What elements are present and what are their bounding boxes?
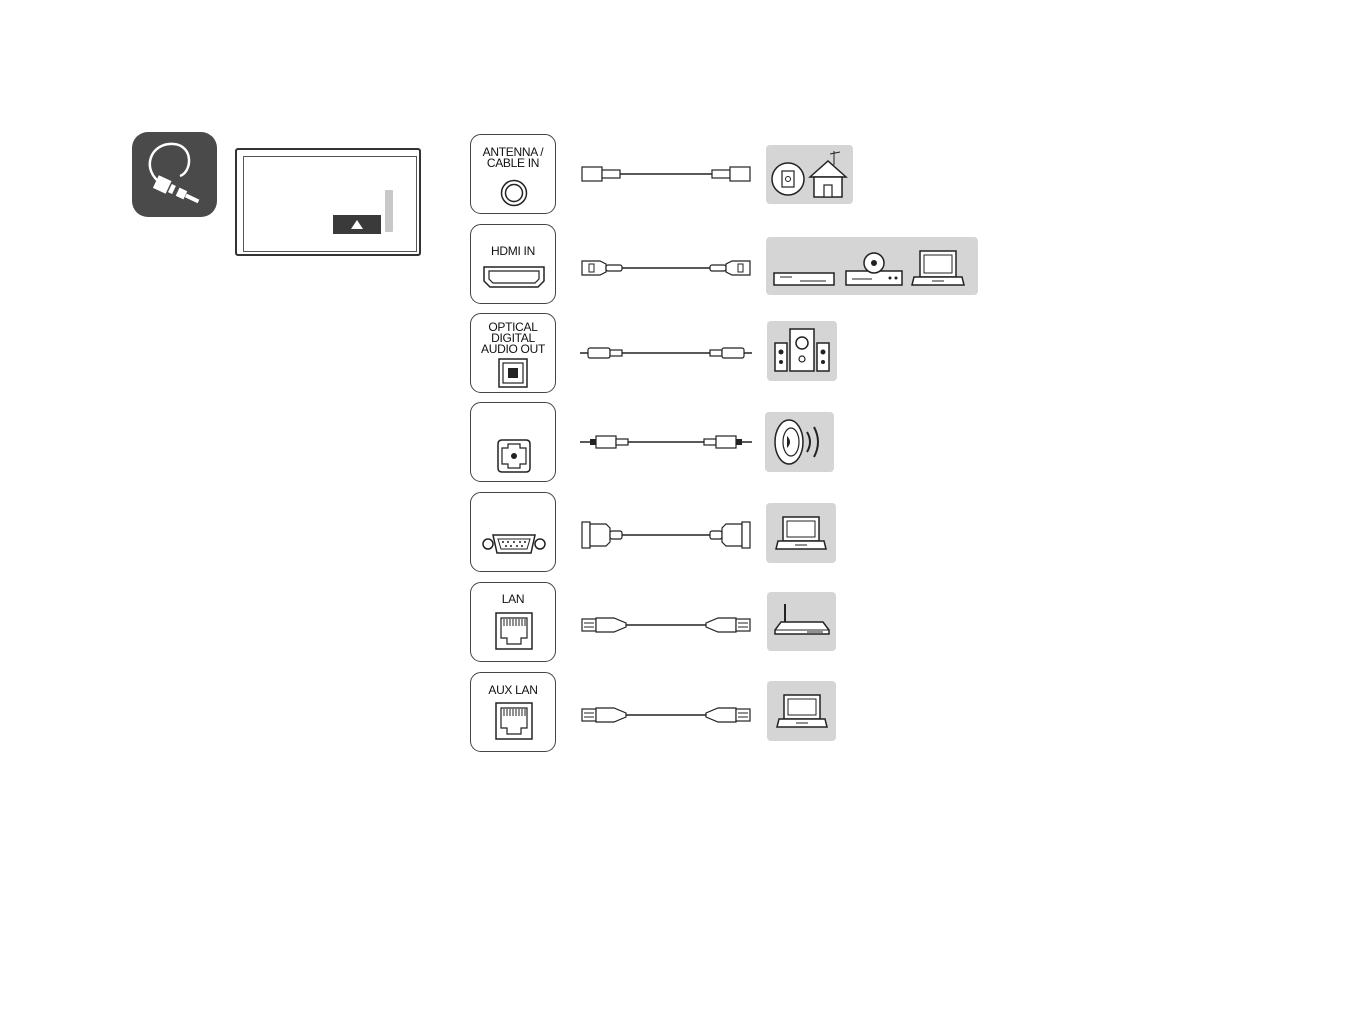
antenna-house-icon bbox=[766, 145, 853, 204]
sound-icon bbox=[765, 412, 834, 472]
lan-cable-icon bbox=[578, 613, 754, 637]
lan-cable-icon bbox=[578, 703, 754, 727]
port-antenna-cable-in[interactable]: ANTENNA / CABLE IN bbox=[470, 134, 556, 214]
port-rgb[interactable] bbox=[470, 492, 556, 572]
port-lan[interactable]: LAN bbox=[470, 582, 556, 662]
rj45-port-icon bbox=[495, 612, 533, 650]
router-icon bbox=[767, 592, 836, 651]
coaxial-port-icon bbox=[500, 179, 528, 207]
port-aux-lan[interactable]: AUX LAN bbox=[470, 672, 556, 752]
port-label: HDMI IN bbox=[471, 246, 555, 257]
hdmi-cable-icon bbox=[578, 256, 754, 280]
rgb-cable-icon bbox=[578, 520, 754, 550]
audio-jack-port-icon bbox=[496, 438, 532, 474]
tv-side-panel bbox=[385, 190, 393, 232]
port-optical-digital-audio-out[interactable]: OPTICAL DIGITAL AUDIO OUT bbox=[470, 313, 556, 393]
port-label: LAN bbox=[471, 594, 555, 605]
speakers-icon bbox=[767, 321, 837, 381]
port-label: ANTENNA / CABLE IN bbox=[471, 147, 555, 169]
port-audio[interactable] bbox=[470, 402, 556, 482]
laptop-icon bbox=[767, 681, 836, 741]
rj45-port-icon bbox=[495, 702, 533, 740]
optical-cable-icon bbox=[578, 341, 754, 365]
port-label: OPTICAL DIGITAL AUDIO OUT bbox=[471, 322, 555, 355]
connection-cable-icon bbox=[132, 132, 217, 217]
coaxial-cable-icon bbox=[578, 162, 754, 186]
laptop-icon bbox=[766, 503, 836, 563]
port-hdmi-in[interactable]: HDMI IN bbox=[470, 224, 556, 304]
hdmi-port-icon bbox=[482, 265, 546, 289]
d-sub-port-icon bbox=[481, 531, 547, 557]
tv-connection-panel bbox=[333, 215, 381, 234]
optical-port-icon bbox=[498, 358, 528, 388]
audio-cable-icon bbox=[578, 430, 754, 454]
port-label: AUX LAN bbox=[471, 685, 555, 696]
av-devices-icon bbox=[766, 237, 978, 295]
